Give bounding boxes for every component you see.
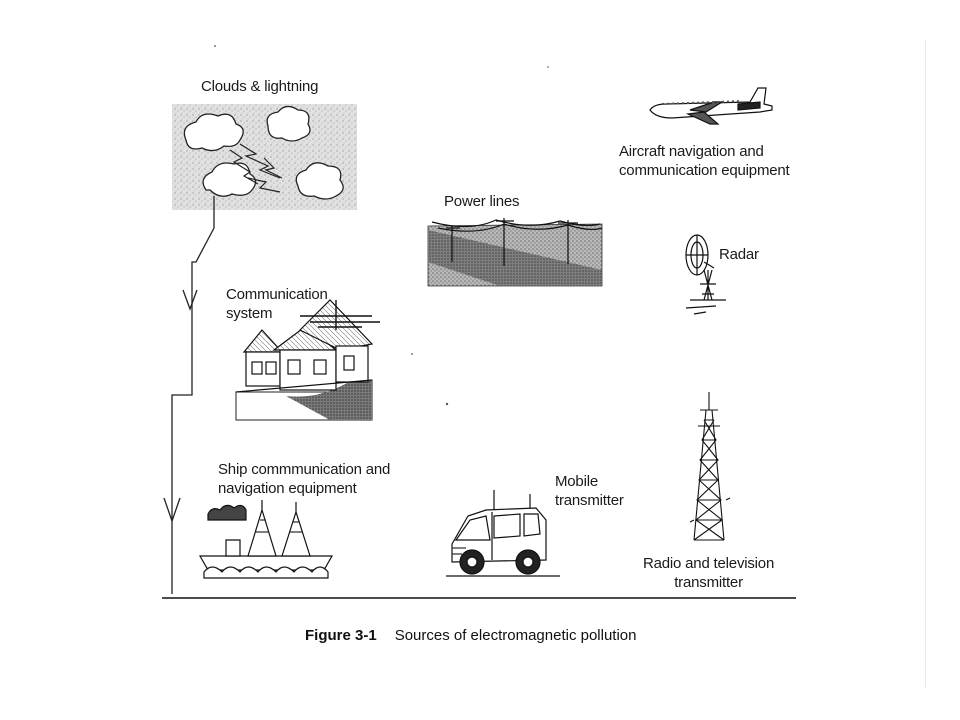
label-mobile-transmitter: Mobile transmitter — [555, 472, 624, 510]
label-line: Radar — [719, 246, 759, 263]
label-line: Ship commmunication and — [218, 461, 391, 478]
radio-tv-tower-illustration — [689, 392, 731, 541]
label-line: transmitter — [555, 492, 624, 509]
label-line: navigation equipment — [218, 480, 357, 497]
label-line: transmitter — [674, 574, 743, 591]
label-power-lines: Power lines — [444, 192, 520, 211]
figure-caption: Figure 3-1 Sources of electromagnetic pol… — [305, 627, 637, 644]
power-lines-illustration — [427, 218, 603, 287]
label-line: Communication — [226, 286, 328, 303]
communication-system-illustration — [235, 299, 380, 421]
label-clouds-lightning: Clouds & lightning — [201, 77, 319, 96]
label-aircraft: Aircraft navigation and communication eq… — [619, 142, 790, 180]
label-radio-tv-transmitter: Radio and television transmitter — [643, 554, 774, 592]
radar-illustration — [685, 234, 726, 315]
ship-illustration — [198, 500, 334, 579]
label-line: Mobile — [555, 473, 598, 490]
label-line: system — [226, 305, 273, 322]
aircraft-illustration — [649, 87, 773, 125]
label-radar: Radar — [719, 245, 759, 264]
label-line: Radio and television — [643, 555, 775, 572]
label-line: Aircraft navigation and — [619, 143, 764, 160]
mobile-transmitter-illustration — [446, 490, 560, 577]
label-communication-system: Communication system — [226, 285, 328, 323]
figure-title: Sources of electromagnetic pollution — [394, 627, 637, 644]
label-ship: Ship commmunication and navigation equip… — [218, 460, 390, 498]
label-line: Power lines — [444, 193, 520, 210]
figure-number: Figure 3-1 — [305, 627, 377, 644]
clouds-lightning-illustration — [163, 104, 357, 594]
label-line: Clouds & lightning — [201, 78, 319, 95]
label-line: communication equipment — [619, 162, 790, 179]
scan-edge — [925, 40, 926, 688]
